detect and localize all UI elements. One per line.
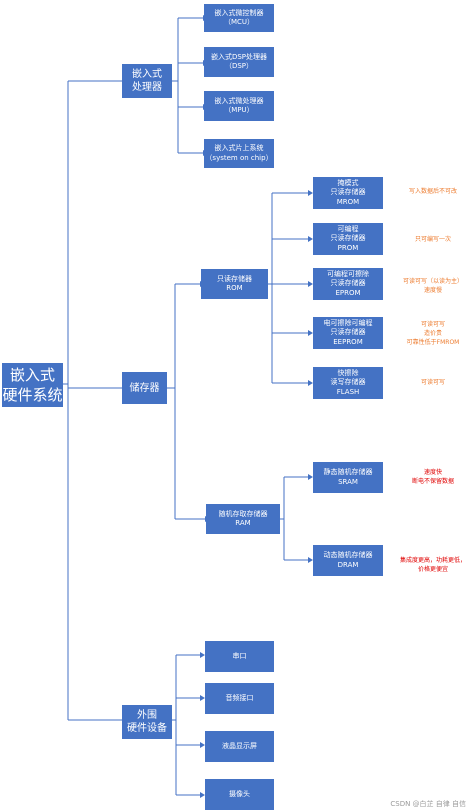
mrom-node: 掩模式 只读存储器 MROM	[313, 177, 383, 209]
ram-line-2: RAM	[235, 519, 251, 527]
flash-note-line-1: 可读可写	[420, 379, 445, 386]
lcd-label: 液晶显示屏	[222, 741, 257, 750]
eeprom-line-1: 电可擦除可编程	[323, 318, 373, 327]
camera-label: 摄像头	[229, 789, 250, 798]
watermark: CSDN @白芷 自律 自信	[390, 800, 466, 808]
ram-line-1: 随机存取存储器	[218, 509, 268, 518]
eeprom-note-line-1: 可读可写	[420, 321, 445, 328]
eprom-note-line-1: 可读可写（以读为主）	[402, 278, 463, 285]
eprom-node: 可编程可擦除 只读存储器 EPROM	[313, 268, 383, 300]
sram-note: 速度快 断电不保留数据	[396, 468, 470, 486]
prom-line-1: 可编程	[337, 224, 359, 233]
dram-line-1: 动态随机存储器	[323, 551, 373, 560]
eprom-line-3: EPROM	[335, 288, 361, 297]
processor-line-1: 嵌入式	[132, 69, 162, 80]
prom-note: 只可编写一次	[396, 235, 470, 244]
root-line-1: 嵌入式	[9, 365, 55, 384]
flash-node: 快擦除 读写存储器 FLASH	[313, 367, 383, 399]
dsp-node: 嵌入式DSP处理器 （DSP）	[204, 47, 274, 77]
dram-node: 动态随机存储器 DRAM	[313, 545, 383, 576]
dram-note-line-1: 集成度更高，功耗更低，	[399, 557, 466, 564]
eeprom-node: 电可擦除可编程 只读存储器 EEPROM	[313, 317, 383, 349]
flash-note: 可读可写	[396, 378, 470, 387]
prom-line-2: 只读存储器	[330, 234, 366, 243]
dsp-line-2: （DSP）	[224, 62, 254, 70]
storage-label: 储存器	[129, 382, 160, 394]
sram-line-1: 静态随机存储器	[323, 468, 373, 477]
flash-line-1: 快擦除	[337, 368, 359, 377]
eprom-note-line-2: 速度慢	[423, 287, 442, 294]
soc-line-1: 嵌入式片上系统	[214, 144, 264, 153]
prom-line-3: PROM	[337, 243, 359, 252]
lcd-node: 液晶显示屏	[205, 731, 274, 762]
rom-node: 只读存储器 ROM	[201, 269, 268, 299]
mrom-line-1: 掩模式	[337, 178, 359, 187]
dsp-line-1: 嵌入式DSP处理器	[210, 52, 268, 61]
processor-line-2: 处理器	[132, 82, 162, 93]
eprom-line-1: 可编程可擦除	[327, 269, 369, 278]
sram-note-line-2: 断电不保留数据	[411, 478, 454, 485]
camera-node: 摄像头	[205, 779, 274, 810]
mpu-line-1: 嵌入式微处理器	[214, 96, 264, 105]
mcu-line-1: 嵌入式微控制器	[214, 8, 264, 17]
mpu-line-2: （MPU）	[224, 106, 254, 114]
processor-node: 嵌入式 处理器	[122, 64, 172, 98]
soc-node: 嵌入式片上系统 （system on chip）	[204, 139, 274, 168]
dram-note-line-2: 价格更便宜	[417, 566, 448, 573]
serial-port-label: 串口	[232, 651, 247, 660]
mpu-node: 嵌入式微处理器 （MPU）	[204, 91, 274, 121]
eeprom-note-line-3: 可靠性低于FMROM	[406, 339, 460, 346]
root-line-2: 硬件系统	[2, 386, 63, 404]
eprom-line-2: 只读存储器	[330, 279, 366, 288]
root-node: 嵌入式 硬件系统	[2, 363, 63, 407]
rom-line-1: 只读存储器	[217, 274, 252, 283]
sram-note-line-1: 速度快	[423, 469, 442, 476]
dram-line-2: DRAM	[337, 560, 359, 569]
ram-node: 随机存取存储器 RAM	[206, 504, 280, 534]
mcu-line-2: （MCU）	[223, 18, 255, 26]
mrom-note: 写入数据后不可改	[396, 187, 470, 196]
sram-node: 静态随机存储器 SRAM	[313, 462, 383, 493]
flash-line-3: FLASH	[336, 387, 360, 396]
storage-node: 储存器	[122, 372, 167, 404]
eeprom-line-2: 只读存储器	[330, 328, 366, 337]
mcu-node: 嵌入式微控制器 （MCU）	[204, 4, 274, 32]
audio-interface-node: 音频接口	[205, 683, 274, 714]
flash-line-2: 读写存储器	[330, 378, 366, 387]
eprom-note: 可读可写（以读为主） 速度慢	[396, 277, 470, 295]
peripheral-line-1: 外围	[137, 710, 157, 721]
mrom-line-2: 只读存储器	[330, 188, 366, 197]
audio-interface-label: 音频接口	[225, 693, 254, 702]
soc-line-2: （system on chip）	[205, 153, 273, 162]
dram-note: 集成度更高，功耗更低， 价格更便宜	[396, 556, 470, 574]
mrom-note-line-1: 写入数据后不可改	[408, 188, 457, 195]
prom-note-line-1: 只可编写一次	[414, 236, 451, 243]
eeprom-note-line-2: 造价贵	[423, 330, 442, 337]
eeprom-note: 可读可写 造价贵 可靠性低于FMROM	[396, 320, 470, 347]
eeprom-line-3: EEPROM	[333, 337, 363, 346]
sram-line-2: SRAM	[338, 477, 358, 486]
rom-line-2: ROM	[226, 284, 243, 292]
mrom-line-3: MROM	[336, 197, 360, 206]
peripheral-line-2: 硬件设备	[127, 723, 167, 734]
serial-port-node: 串口	[205, 641, 274, 672]
prom-node: 可编程 只读存储器 PROM	[313, 223, 383, 255]
peripheral-node: 外围 硬件设备	[122, 705, 172, 739]
